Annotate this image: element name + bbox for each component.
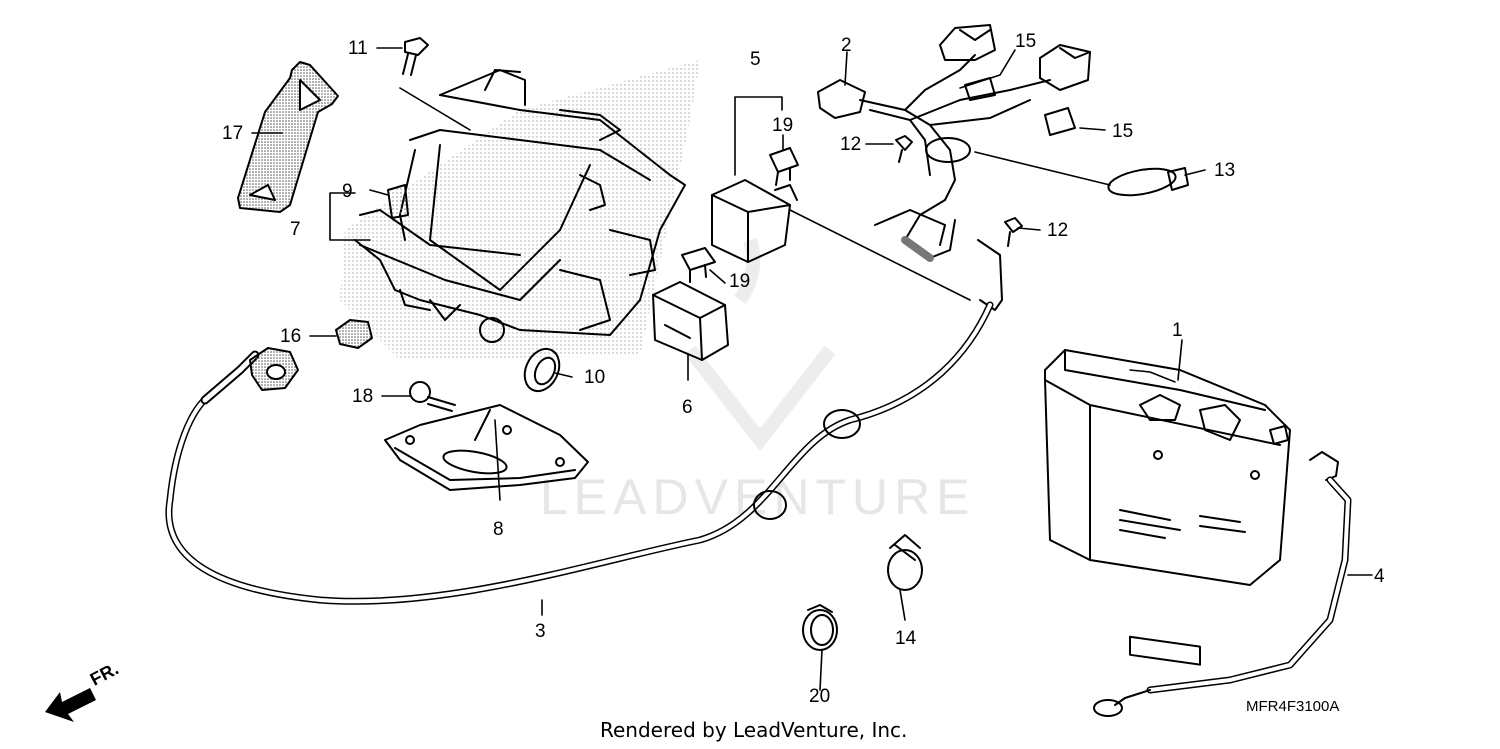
grommet [523, 347, 561, 393]
fuse-top [769, 147, 799, 186]
callout-12-top: 12 [840, 134, 862, 155]
callout-9: 9 [342, 181, 353, 202]
bolt-18 [409, 381, 456, 412]
callout-11: 11 [348, 38, 368, 59]
cable-tie [1107, 167, 1189, 197]
callout-7: 7 [290, 219, 301, 240]
negative-cable [165, 239, 1003, 605]
callout-2: 2 [841, 35, 852, 56]
clip [387, 184, 409, 219]
starter-relay [652, 281, 729, 361]
callout-18: 18 [352, 386, 374, 407]
positive-cable [1093, 451, 1352, 717]
leader-lines [251, 47, 1373, 691]
watermark-logo [684, 237, 836, 452]
watermark-text: LEADVENTURE [540, 469, 976, 525]
callout-14: 14 [895, 628, 917, 649]
diagram-code: MFR4F3100A [1246, 698, 1340, 715]
nut [335, 319, 373, 349]
front-arrow-icon [45, 688, 96, 722]
callout-20: 20 [809, 686, 831, 707]
wire-harness [817, 24, 1091, 262]
battery [1044, 349, 1291, 666]
relay [711, 179, 798, 263]
callout-6: 6 [682, 397, 693, 418]
callout-17: 17 [222, 123, 244, 144]
callout-8: 8 [493, 519, 504, 540]
callout-5: 5 [750, 49, 761, 70]
callout-19-bottom: 19 [729, 271, 751, 292]
bolt-11 [402, 37, 429, 76]
callout-15-right: 15 [1112, 121, 1134, 142]
callout-4: 4 [1374, 566, 1385, 587]
fuse-bottom [681, 247, 716, 283]
callout-3: 3 [535, 621, 546, 642]
rubber-strap [237, 61, 339, 213]
hose-clamp-14 [887, 534, 923, 591]
bracket-plate [384, 404, 589, 491]
callout-12-right: 12 [1047, 220, 1069, 241]
hose-clamp-20 [802, 604, 838, 651]
battery-holder-outline [354, 69, 686, 343]
callout-10: 10 [584, 367, 606, 388]
render-credit: Rendered by LeadVenture, Inc. [600, 718, 908, 742]
callout-13: 13 [1214, 160, 1236, 181]
callout-16: 16 [280, 326, 302, 347]
callout-15-top: 15 [1015, 31, 1037, 52]
callout-19-top: 19 [772, 115, 794, 136]
bolt-12-top [895, 135, 913, 163]
callout-1: 1 [1172, 320, 1183, 341]
bolt-12-right [1004, 217, 1023, 247]
